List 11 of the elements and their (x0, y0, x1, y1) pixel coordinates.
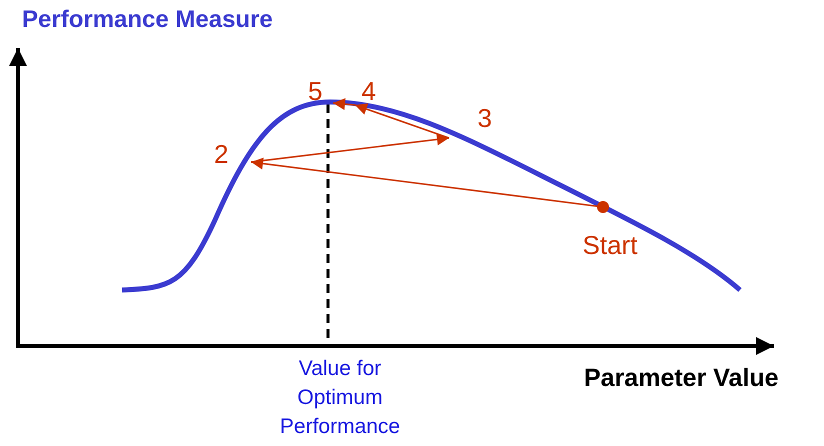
point-label: 2 (214, 140, 252, 170)
arrow (332, 98, 356, 110)
axis-title: Parameter Value (584, 364, 779, 393)
point-label: Start (570, 201, 650, 263)
axis-value-label: Value for Optimum Performance (278, 356, 402, 440)
axis-title: Performance Measure (22, 6, 273, 34)
point-label: 5 (308, 77, 334, 104)
arrow (250, 134, 450, 163)
arrow (354, 103, 450, 139)
point-label: 3 (448, 104, 492, 140)
point-label: 4 (354, 77, 376, 106)
